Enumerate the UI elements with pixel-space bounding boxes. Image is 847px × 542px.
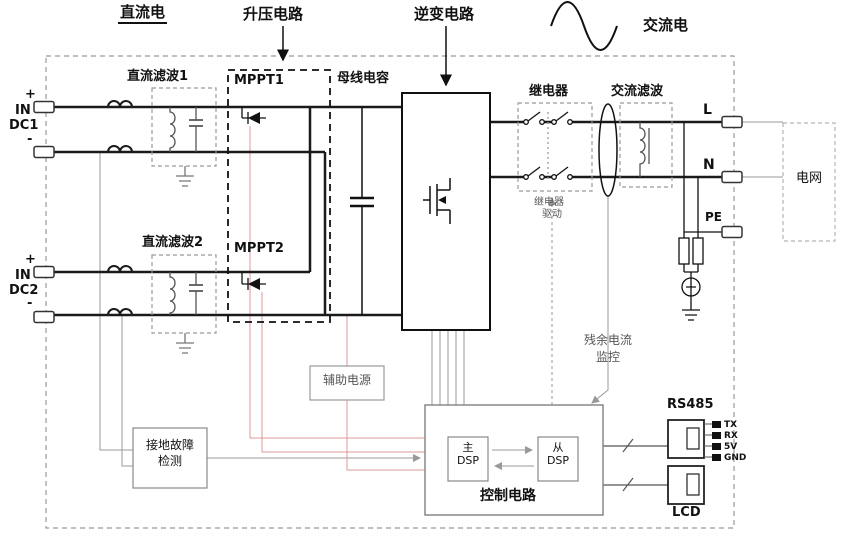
pin-gnd-label: GND: [724, 453, 747, 463]
relay-box: [517, 102, 593, 192]
pin-icon: [712, 432, 721, 439]
line-pe-terminal: [721, 225, 743, 239]
dc1-plus-terminal: [33, 100, 55, 114]
master-dsp-label-line1: 主: [462, 441, 474, 454]
bus-slash-icon: [622, 438, 634, 453]
ground-icon: [176, 166, 194, 187]
rs485-label: RS485: [667, 397, 714, 412]
ac-choke-icon: [639, 122, 650, 177]
ground-fault-label-line2: 检测: [157, 454, 182, 468]
enclosure-border: [45, 55, 735, 529]
lcd-connector: [667, 465, 705, 505]
slave-dsp-label-line1: 从: [552, 441, 564, 454]
dc2-minus-terminal: [33, 310, 55, 324]
line-pe-label: PE: [705, 210, 722, 224]
varistor-icon: [678, 237, 690, 265]
pin-icon: [712, 454, 721, 461]
ground-fault-label-line1: 接地故障: [145, 438, 194, 452]
pe-branch: [678, 122, 722, 321]
dc2-name-label: DC2: [9, 283, 39, 298]
inverter-circuit-label: 逆变电路: [414, 5, 475, 23]
ground-icon: [682, 309, 700, 321]
slave-dsp-box: [537, 436, 579, 482]
pin-rx-label: RX: [724, 431, 738, 441]
master-dsp-box: [447, 436, 489, 482]
ground-fault-box: [132, 427, 208, 489]
grid-box: [782, 122, 836, 242]
control-circuit-label: 控制电路: [480, 488, 536, 504]
dc-filter1-label: 直流滤波1: [127, 69, 189, 84]
line-n-terminal: [721, 170, 743, 184]
dc1-in-label: IN: [15, 103, 31, 118]
inductor-icon: [169, 272, 176, 315]
pin-tx-label: TX: [724, 420, 738, 430]
power-bus-wires: [54, 105, 722, 317]
ct-sensor-icon: [598, 103, 618, 197]
dc1-minus-label: -: [27, 132, 33, 147]
line-choke-icon: [107, 100, 133, 316]
grid-label: 电网: [796, 171, 823, 186]
relay-drive-label-line2: 驱动: [542, 209, 562, 220]
dc2-plus-terminal: [33, 265, 55, 279]
dsp-link-arrows: [492, 446, 534, 470]
boost-diode-icon: [241, 107, 266, 124]
rs485-pins: [704, 421, 721, 461]
line-n-label: N: [703, 157, 715, 173]
boost-diode-icon: [241, 272, 266, 290]
terminals: [33, 100, 743, 324]
rs485-connector: [667, 419, 705, 459]
bus-capacitor-icon: [350, 107, 374, 315]
line-l-terminal: [721, 115, 743, 129]
inductor-icon: [169, 107, 176, 152]
ground-icon: [176, 333, 194, 354]
dc2-plus-label: +: [25, 252, 36, 267]
comm-bus-wires: [603, 438, 668, 492]
residual-current-wire: [591, 196, 609, 404]
dc-power-label: 直流电: [118, 3, 168, 25]
dc-filter1-box: [151, 87, 217, 167]
relay-contact-icon: [523, 111, 573, 182]
ac-filter-label: 交流滤波: [611, 84, 664, 99]
sine-wave-icon: [550, 1, 618, 51]
relay-label: 继电器: [529, 84, 569, 99]
residual-current-label-line2: 监控: [596, 350, 621, 364]
boost-circuit-label: 升压电路: [243, 5, 304, 23]
relay-drive-label-line1: 继电器: [534, 197, 564, 208]
mosfet-icon: [423, 178, 451, 224]
mppt-boost-box: [227, 69, 331, 323]
mppt2-label: MPPT2: [234, 241, 284, 256]
dc2-in-label: IN: [15, 268, 31, 283]
gate-drive-wires: [249, 126, 425, 471]
line-l-label: L: [703, 102, 712, 118]
dc-filter2-label: 直流滤波2: [142, 235, 204, 250]
dc1-name-label: DC1: [9, 118, 39, 133]
header-arrows: [277, 26, 452, 87]
inverter-bridge-block: [401, 92, 491, 331]
dc1-minus-terminal: [33, 145, 55, 159]
aux-power-label: 辅助电源: [322, 373, 371, 387]
slave-dsp-label-line2: DSP: [546, 454, 570, 467]
pin-icon: [712, 421, 721, 428]
pin-5v-label: 5V: [724, 442, 738, 452]
dc-filter2-lc-icon: [169, 272, 203, 315]
ac-filter-box: [619, 102, 673, 188]
aux-power-box: [309, 365, 385, 401]
dc-filter2-box: [151, 254, 217, 334]
residual-current-label-line1: 残余电流: [584, 333, 633, 347]
dc-filter1-lc-icon: [169, 107, 203, 152]
dc1-plus-label: +: [25, 87, 36, 102]
signal-wires: [99, 121, 783, 467]
dc2-minus-label: -: [27, 296, 33, 311]
varistor-icon: [692, 237, 704, 265]
ac-power-label: 交流电: [643, 16, 689, 34]
lcd-label: LCD: [672, 505, 701, 520]
mppt1-label: MPPT1: [234, 73, 284, 88]
pin-icon: [712, 443, 721, 450]
bus-slash-icon: [622, 477, 634, 492]
master-dsp-label-line2: DSP: [456, 454, 480, 467]
bus-capacitor-label: 母线电容: [337, 71, 390, 86]
